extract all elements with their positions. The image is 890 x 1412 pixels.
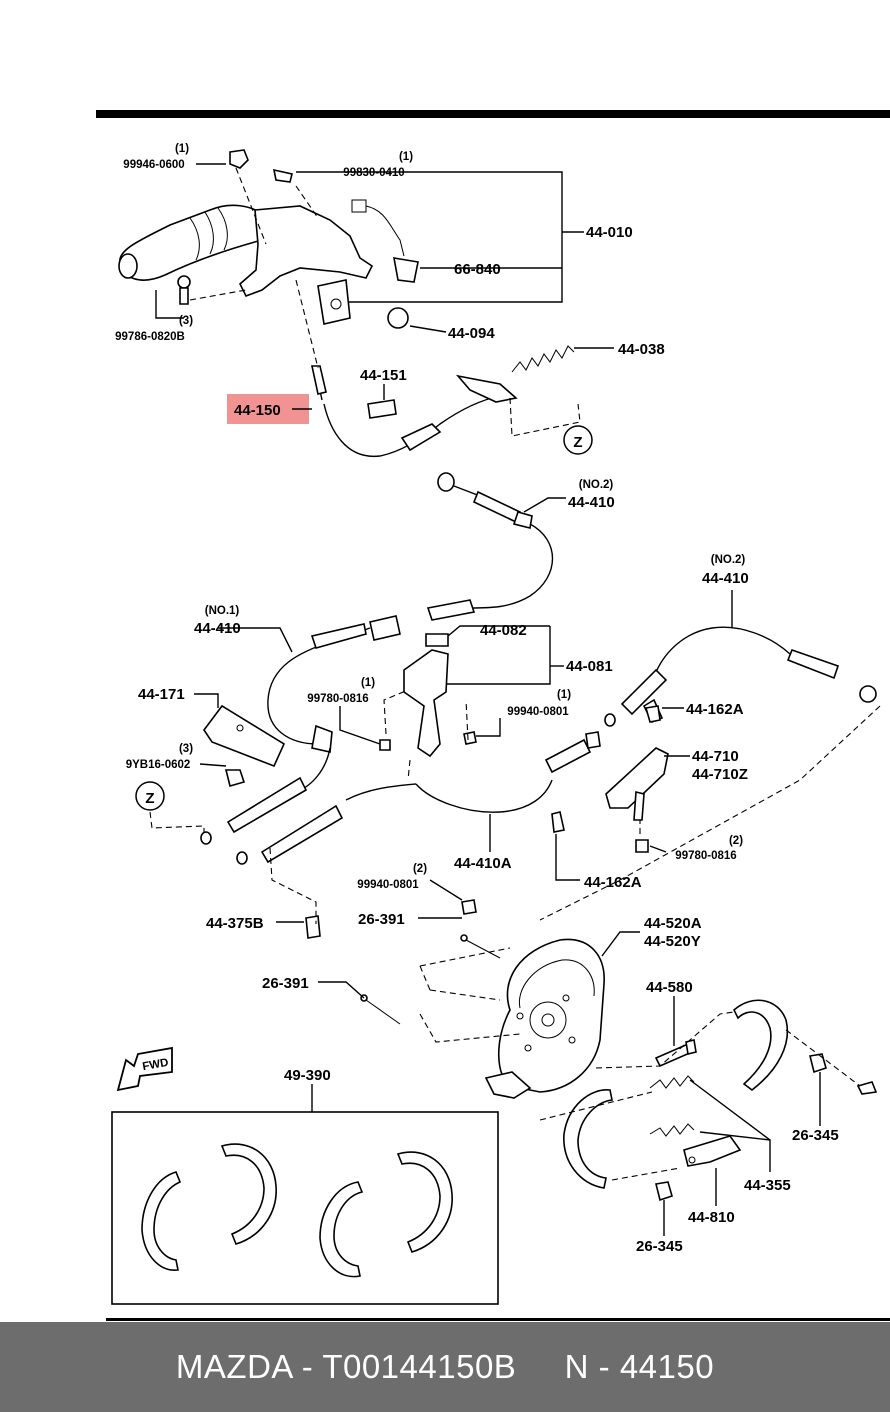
fastener-99830-0410 — [272, 168, 293, 183]
label-p31: 44-580 — [646, 979, 693, 996]
label-p3: 44-010 — [586, 224, 633, 241]
label-p23: 44-410A — [454, 855, 512, 872]
label-p21: 44-710Z — [692, 766, 748, 783]
label-p25-qty: (2) — [413, 863, 427, 875]
pin-26-391-upper — [460, 934, 501, 959]
footer-bar: MAZDA - T00144150B N - 44150 — [0, 1322, 890, 1412]
label-p27: 26-391 — [358, 911, 405, 928]
rear-cable-no2-upper — [369, 472, 554, 641]
kit-shoe-3 — [319, 1181, 364, 1278]
label-p10-qty: (NO.2) — [579, 479, 614, 491]
z-marker-label-top: Z — [573, 434, 582, 451]
lever-44-810 — [683, 1135, 742, 1167]
z-reference-marker-left: Z — [135, 781, 165, 811]
z-marker-label-left: Z — [145, 790, 154, 807]
label-p11-qty: (NO.1) — [205, 605, 240, 617]
label-p22-qty: (2) — [729, 835, 743, 847]
kit-shoe-1 — [141, 1171, 182, 1271]
label-p20: 44-710 — [692, 748, 739, 765]
kit-shoe-2 — [220, 1143, 277, 1245]
label-p35: 44-810 — [688, 1209, 735, 1226]
label-p8: 44-151 — [360, 367, 407, 384]
label-p17-qty: (1) — [557, 689, 571, 701]
part-labels: (1) 99946-0600 (1) 99830-0410 44-010 66-… — [115, 143, 839, 1255]
label-p7: 44-038 — [618, 341, 665, 358]
footer-brand-part: MAZDA - T00144150B — [175, 1348, 517, 1385]
bolt-99780-0816-right — [635, 839, 649, 853]
label-p9: 44-150 — [234, 402, 281, 419]
brake-shoe-left — [563, 1089, 613, 1189]
label-p36: 26-345 — [636, 1238, 683, 1255]
label-p22: 99780-0816 — [675, 850, 736, 862]
label-p18: 44-162A — [686, 701, 744, 718]
label-p1-qty: (1) — [175, 143, 189, 155]
footer-spacer — [516, 1348, 564, 1386]
kit-shoe-4 — [396, 1151, 453, 1253]
clip-44-151 — [367, 399, 397, 419]
footer-ref: N - 44150 — [564, 1348, 715, 1385]
bolt-99780-0816-left — [379, 739, 391, 751]
label-p29: 44-520Y — [644, 933, 701, 950]
label-p12: 44-082 — [480, 622, 527, 639]
label-p34: 44-355 — [744, 1177, 791, 1194]
backing-plate-44-520A — [484, 938, 605, 1099]
clip-44-162A-lower — [551, 811, 565, 833]
label-p24: 44-162A — [584, 874, 642, 891]
label-p32: 49-390 — [284, 1067, 331, 1084]
label-p2-qty: (1) — [399, 151, 413, 163]
footer-rule — [106, 1318, 890, 1321]
label-p11: 44-410 — [194, 620, 241, 637]
fastener-99786-0820B — [177, 275, 191, 305]
label-p28: 44-520A — [644, 915, 702, 932]
parking-brake-parts-diagram: Z Z — [96, 110, 890, 1321]
label-p1: 99946-0600 — [123, 159, 184, 171]
label-p16-qty: (1) — [361, 677, 375, 689]
rear-cable-44-410A — [236, 731, 601, 865]
fwd-label: FWD — [142, 1057, 170, 1073]
front-cable-44-150 — [311, 365, 518, 457]
bracket-44-710 — [605, 747, 669, 821]
clip-26-345-right — [809, 1053, 827, 1074]
z-reference-marker-top: Z — [563, 425, 593, 455]
hand-brake-lever — [118, 199, 419, 329]
label-p26: 44-375B — [206, 915, 264, 932]
clip-26-345-lower — [655, 1181, 673, 1202]
nut-99940-0801-mid — [463, 731, 477, 745]
label-p6: 44-094 — [448, 325, 495, 342]
label-p14-qty: (NO.2) — [711, 554, 746, 566]
bracket-44-171 — [203, 704, 286, 768]
label-p19: 9YB16-0602 — [126, 759, 191, 771]
fwd-arrow-icon: FWD — [116, 1046, 173, 1092]
label-p13: 44-081 — [566, 658, 613, 675]
shoe-kit-box-49-390 — [111, 1111, 499, 1305]
label-p5: 99786-0820B — [115, 331, 185, 343]
label-p5-qty: (3) — [179, 315, 193, 327]
label-p2: 99830-0410 — [343, 167, 404, 179]
label-p17: 99940-0801 — [507, 706, 569, 718]
fastener-99946-0600 — [229, 149, 249, 169]
rear-cable-no1 — [200, 623, 371, 845]
brake-shoe-right — [733, 999, 789, 1092]
clip-44-162A-right — [644, 705, 661, 723]
nut-99940-0801-lower — [461, 899, 477, 915]
pin-26-391-lower — [360, 994, 401, 1025]
adjuster-44-580 — [654, 1039, 697, 1068]
spring-44-038 — [511, 345, 575, 373]
label-p25: 99940-0801 — [357, 879, 419, 891]
springs-44-355 — [649, 1075, 695, 1137]
label-p15: 44-171 — [138, 686, 185, 703]
bracket-44-082 — [403, 633, 449, 758]
label-p16: 99780-0816 — [307, 693, 368, 705]
label-p19-qty: (3) — [179, 743, 193, 755]
label-p30: 26-391 — [262, 975, 309, 992]
header-rule — [96, 110, 890, 118]
label-p14: 44-410 — [702, 570, 749, 587]
clip-44-375B — [305, 915, 321, 939]
label-p4: 66-840 — [454, 261, 501, 278]
label-p33: 26-345 — [792, 1127, 839, 1144]
label-p10: 44-410 — [568, 494, 615, 511]
nut-9YB16-0602 — [224, 769, 246, 787]
